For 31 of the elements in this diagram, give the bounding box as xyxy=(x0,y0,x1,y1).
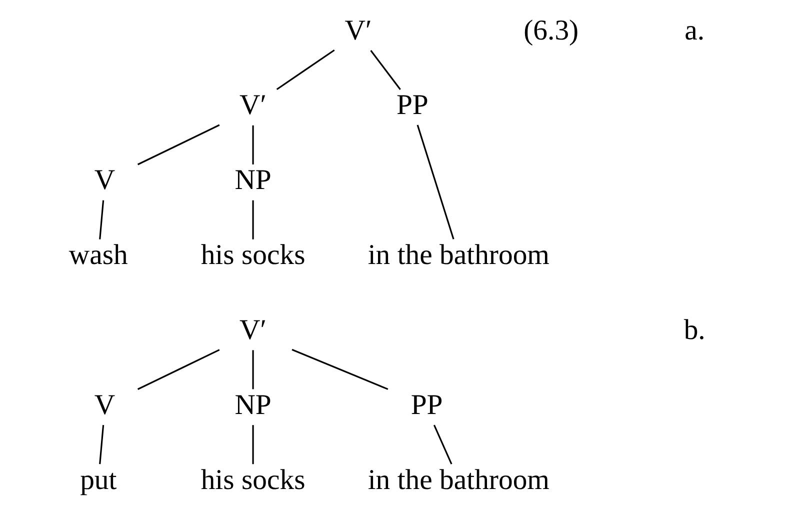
node-text: V xyxy=(94,164,116,196)
node-text: in the bathroom xyxy=(368,239,550,272)
node-text: put xyxy=(80,464,117,496)
connector xyxy=(252,425,254,464)
node-text: V′ xyxy=(240,314,267,346)
node-text: his socks xyxy=(200,239,306,272)
node-text: NP xyxy=(234,164,272,196)
node-text: PP xyxy=(396,89,428,122)
label: (6.3) xyxy=(524,14,579,46)
connector xyxy=(292,348,388,390)
connector xyxy=(433,424,452,464)
connector xyxy=(99,200,104,240)
node-text: V′ xyxy=(240,89,267,122)
connector xyxy=(252,350,254,390)
node-text: PP xyxy=(410,388,443,421)
connector xyxy=(137,124,220,166)
node-text: V′ xyxy=(344,14,372,46)
label: a. xyxy=(684,14,705,46)
connector xyxy=(252,200,254,240)
connector xyxy=(99,425,104,464)
node-text: in the bathroom xyxy=(368,464,550,496)
connector xyxy=(276,49,335,90)
node-text: V xyxy=(94,388,116,421)
connector xyxy=(416,124,454,240)
node-text: wash xyxy=(68,239,128,272)
node-text: his socks xyxy=(200,464,306,496)
connector xyxy=(137,349,220,390)
label: b. xyxy=(684,314,706,346)
connector xyxy=(252,125,254,164)
node-text: NP xyxy=(234,388,272,421)
connector xyxy=(370,50,401,90)
